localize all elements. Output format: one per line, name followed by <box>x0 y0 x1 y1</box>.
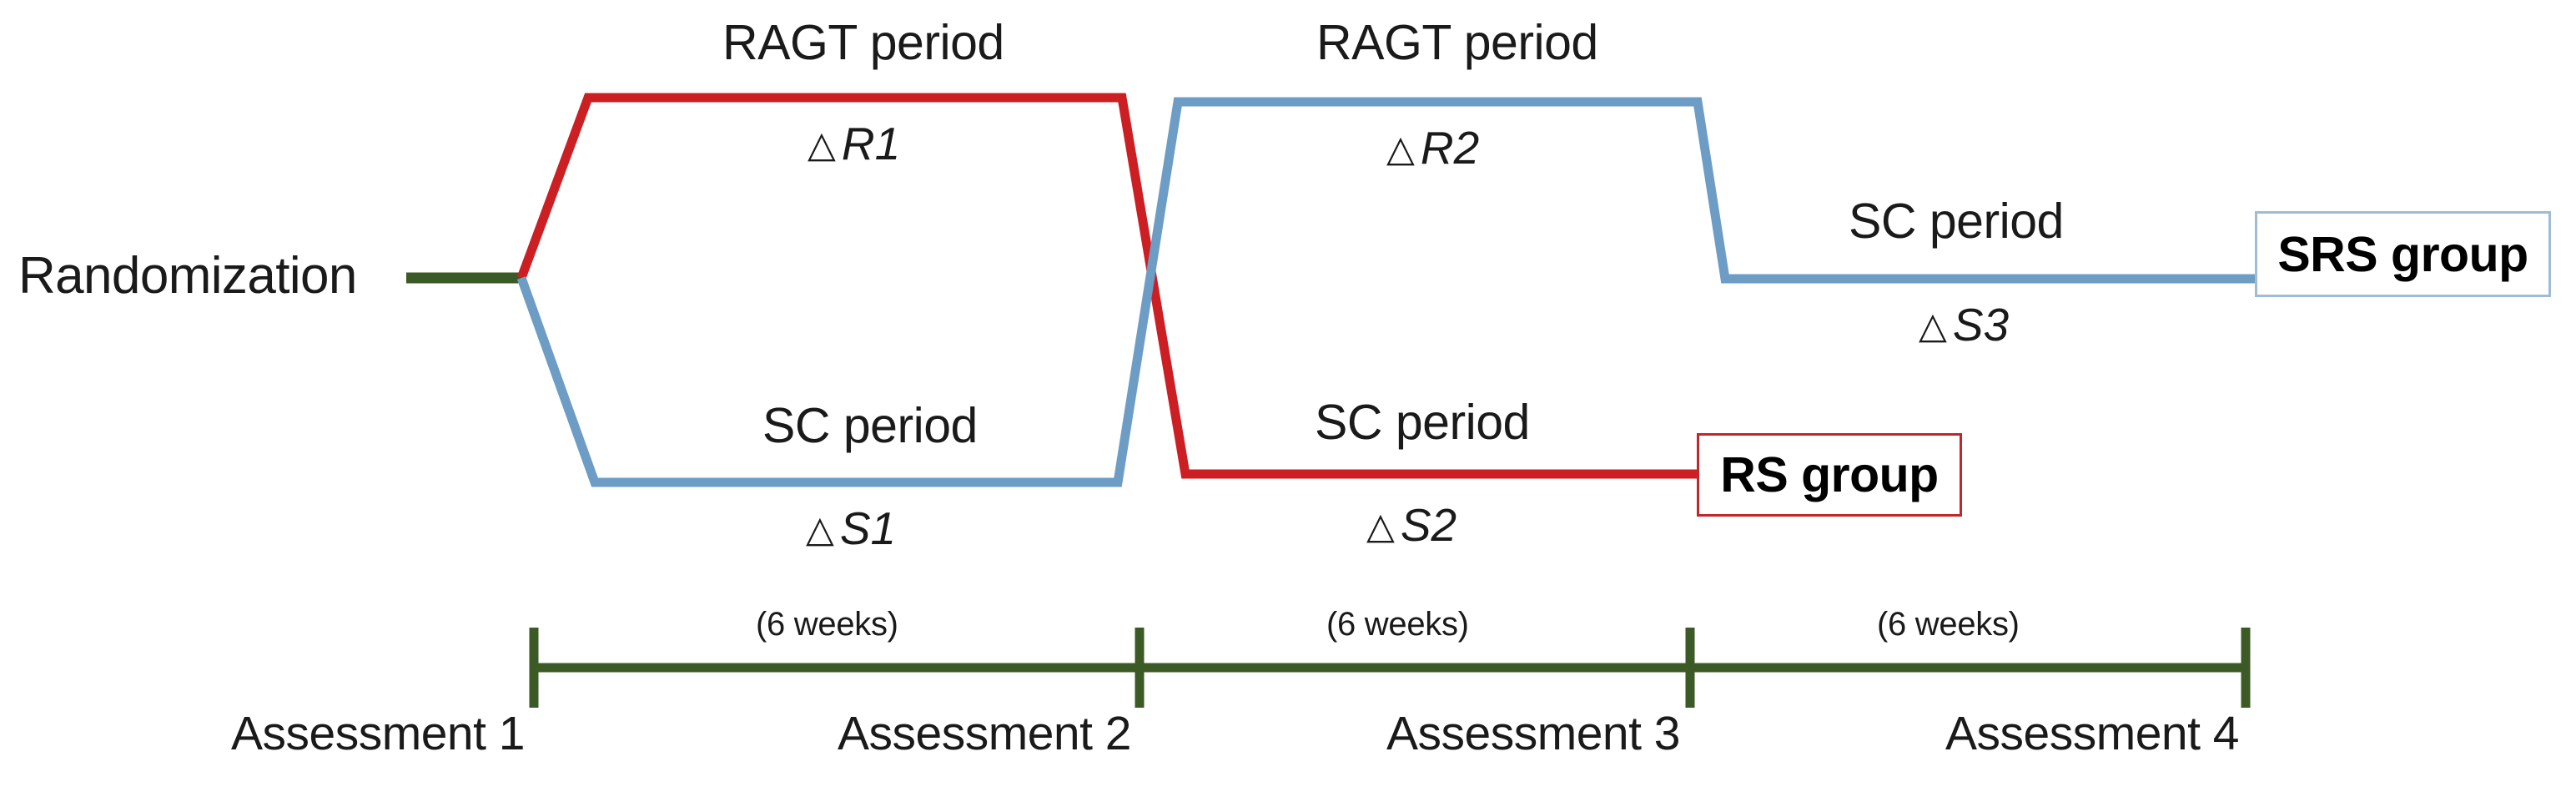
period-label-sc-1: SC period <box>762 398 978 453</box>
delta-label-r1: △R1 <box>808 121 900 167</box>
period-label-ragt-1: RAGT period <box>722 15 1004 70</box>
assessment-label-3: Assessment 3 <box>1386 707 1680 760</box>
triangle-icon: △ <box>1919 305 1947 347</box>
delta-label-s3-text: S3 <box>1952 299 2010 351</box>
period-label-ragt-2: RAGT period <box>1316 15 1598 70</box>
assessment-label-2: Assessment 2 <box>838 707 1131 760</box>
interval-duration-1: (6 weeks) <box>756 606 898 643</box>
interval-duration-3: (6 weeks) <box>1877 606 2020 643</box>
rs-group-box[interactable]: RS group <box>1697 433 1962 517</box>
randomization-label: Randomization <box>18 247 357 305</box>
triangle-icon: △ <box>808 124 836 166</box>
delta-label-s1: △S1 <box>806 506 896 552</box>
delta-label-s2: △S2 <box>1366 502 1457 548</box>
ragt-red-arm-line <box>516 93 1698 479</box>
srs-group-box[interactable]: SRS group <box>2255 211 2551 297</box>
delta-label-s3: △S3 <box>1919 302 2009 348</box>
period-label-sc-2: SC period <box>1315 395 1530 450</box>
interval-duration-2: (6 weeks) <box>1326 606 1469 643</box>
rs-group-label: RS group <box>1720 447 1939 502</box>
delta-label-r2-text: R2 <box>1420 122 1480 174</box>
period-label-sc-3: SC period <box>1849 194 2064 249</box>
srs-group-label: SRS group <box>2277 226 2528 282</box>
delta-label-r1-text: R1 <box>841 118 901 169</box>
triangle-icon: △ <box>1386 129 1415 170</box>
sc-blue-arm-line <box>516 97 2257 487</box>
assessment-label-1: Assessment 1 <box>231 707 525 760</box>
triangle-icon: △ <box>806 509 834 551</box>
delta-label-s1-text: S1 <box>839 502 897 554</box>
triangle-icon: △ <box>1366 506 1395 547</box>
delta-label-s2-text: S2 <box>1400 499 1457 551</box>
delta-label-r2: △R2 <box>1386 125 1479 171</box>
assessment-label-4: Assessment 4 <box>1945 707 2239 760</box>
